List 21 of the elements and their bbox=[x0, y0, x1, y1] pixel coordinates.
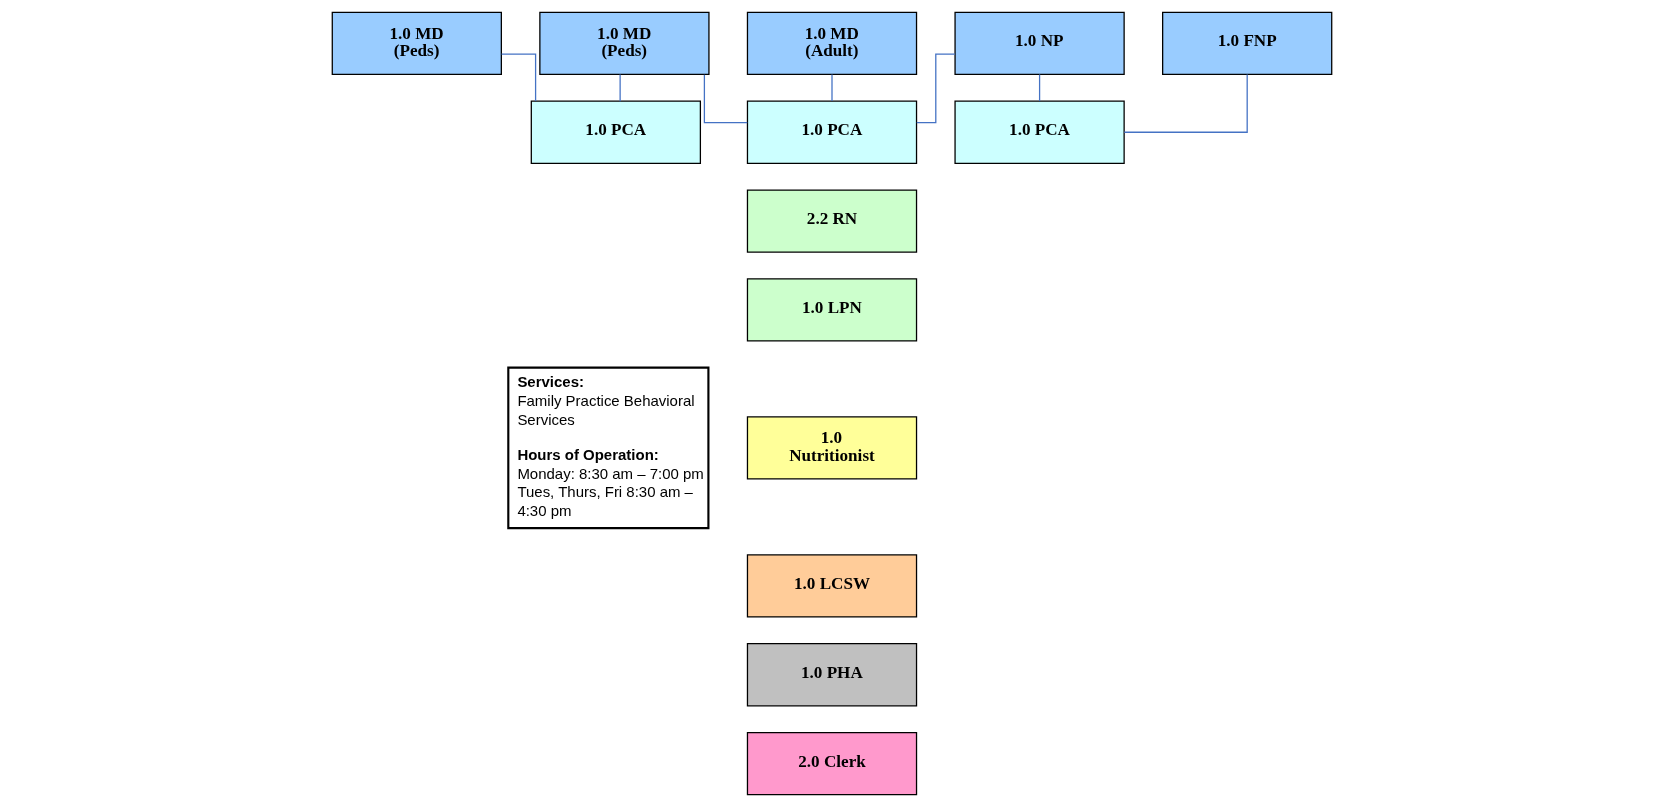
node-box: 1.0 MD (Peds) bbox=[331, 11, 502, 76]
node-box: 1.0 LPN bbox=[746, 278, 917, 342]
connector bbox=[703, 74, 748, 124]
node-box: 1.0 MD (Adult) bbox=[746, 11, 917, 76]
node-box: 1.0 PCA bbox=[953, 100, 1125, 164]
node-box: 1.0 PCA bbox=[530, 100, 701, 164]
connector bbox=[619, 74, 621, 102]
node-box: 1.0 Nutritionist bbox=[746, 416, 917, 480]
node-box: 1.0 MD (Peds) bbox=[538, 11, 710, 76]
connector bbox=[830, 73, 833, 102]
node-box: Services: Family Practice Behavioral Services Hours of Operation: Monday: 8:30 am – 7:00 pm Tues, Thurs, Fri 8:30 am – 4:30 pm bbox=[506, 366, 709, 530]
node-box: 1.0 FNP bbox=[1161, 11, 1332, 76]
node-box: 2.2 RN bbox=[746, 189, 917, 253]
node-box: 1.0 PHA bbox=[746, 643, 917, 707]
node-box: 2.0 Clerk bbox=[746, 731, 917, 796]
node-box: 1.0 NP bbox=[953, 11, 1125, 76]
node-box: 1.0 LCSW bbox=[746, 554, 917, 618]
node-box: 1.0 PCA bbox=[746, 100, 917, 164]
connector bbox=[1038, 73, 1040, 102]
connector bbox=[500, 53, 536, 102]
connector bbox=[1123, 73, 1248, 133]
